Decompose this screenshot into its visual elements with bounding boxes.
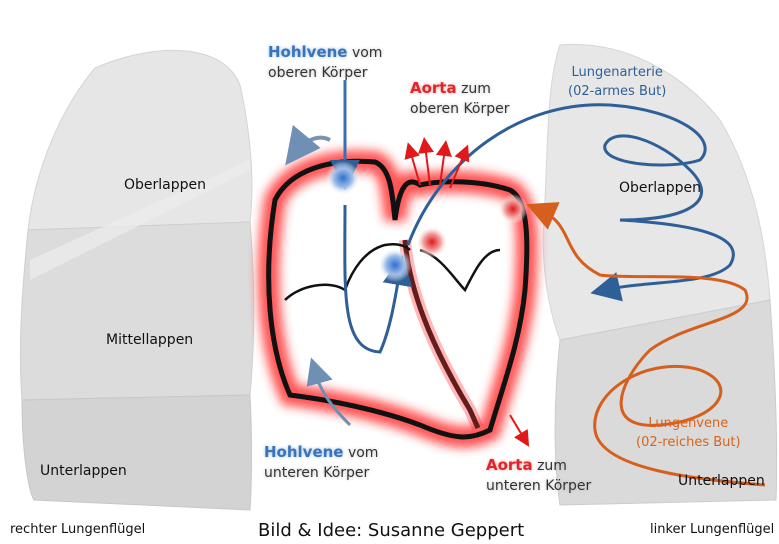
label-lungenarterie: Lungenarterie (02-armes But) [568,63,666,101]
heart-outline [269,161,527,437]
heart [269,161,527,437]
right-lung [20,50,253,510]
label-hohlvene-oben: Hohlvene vom oberen Körper [268,42,382,83]
label-oberlappen-links: Oberlappen [619,180,701,196]
label-mittellappen: Mittellappen [106,332,193,348]
label-unterlappen-rechts: Unterlappen [40,463,127,479]
right-atrium-dot [378,248,412,282]
image-credit: Bild & Idee: Susanne Geppert [258,520,524,541]
right-lung-lower-lobe [22,395,252,510]
label-linker-lungenfluegel: linker Lungenflügel [650,522,774,537]
label-aorta-unten: Aorta zum unteren Körper [486,455,591,496]
label-unterlappen-links: Unterlappen [678,473,765,489]
label-rechter-lungenfluegel: rechter Lungenflügel [10,522,145,537]
aorta-dot [416,226,448,258]
left-atrium-dot [498,194,528,224]
right-lung-upper-lobe [28,50,252,230]
label-lungenvene: Lungenvene (02-reiches But) [636,414,741,452]
label-aorta-oben: Aorta zum oberen Körper [410,78,510,119]
label-hohlvene-unten: Hohlvene vom unteren Körper [264,442,378,483]
superior-vena-cava-dot [326,161,360,195]
label-oberlappen-rechts: Oberlappen [124,177,206,193]
